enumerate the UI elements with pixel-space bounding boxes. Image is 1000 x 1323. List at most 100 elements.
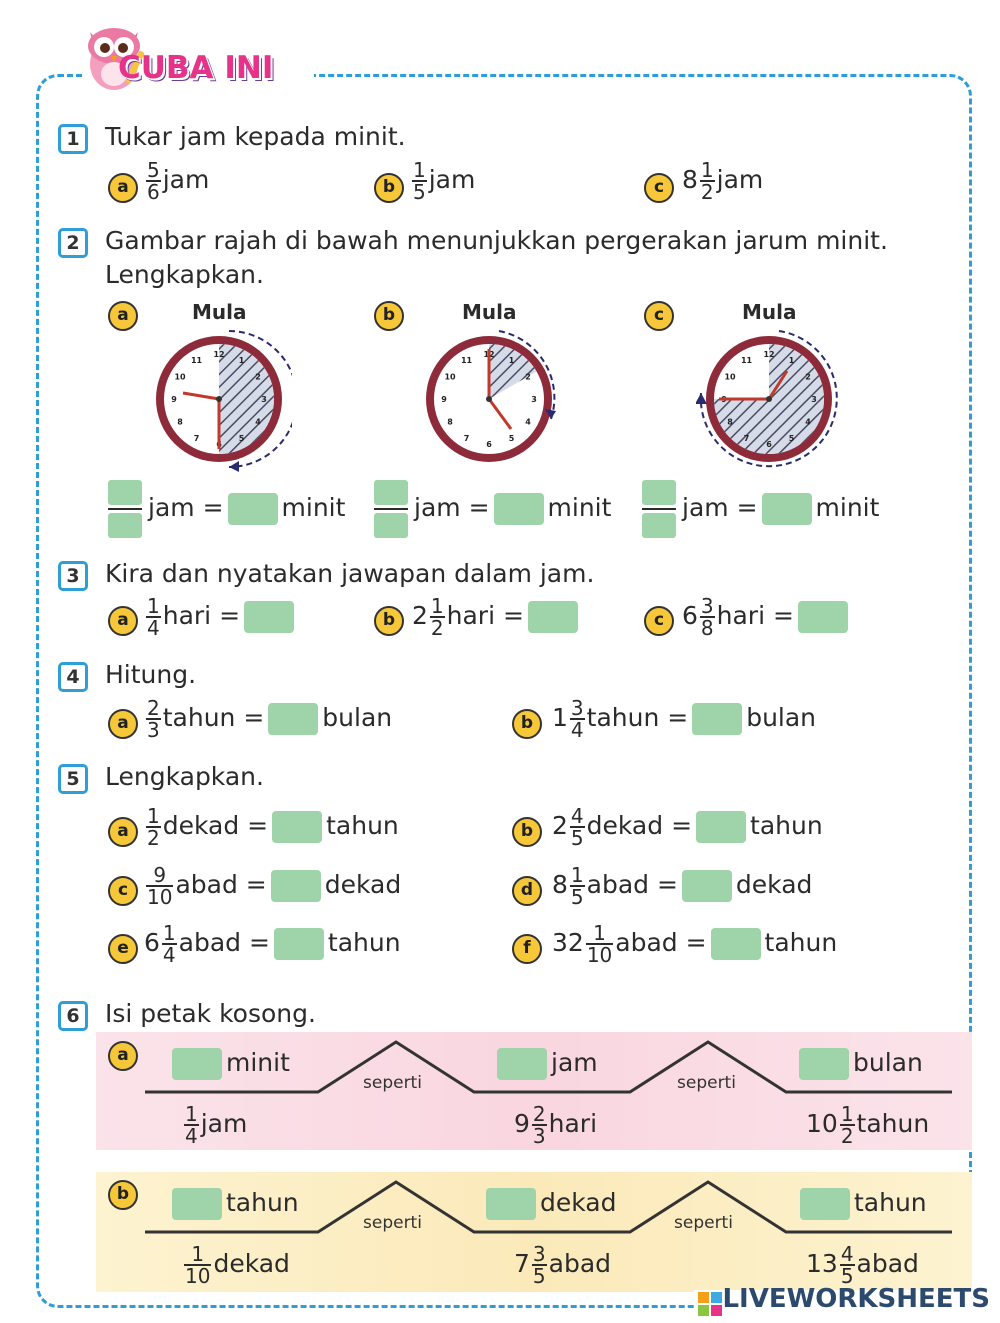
fraction-answer-box[interactable] [108,480,142,538]
clock-c: 121234567891011 [696,330,838,468]
badge-6a: a [108,1041,138,1071]
clock-numeral: 10 [444,373,456,382]
answer-box[interactable] [497,1048,547,1080]
question-number-2: 2 [58,228,88,258]
question-5-text: Lengkapkan. [105,762,264,791]
fraction-answer-box[interactable] [642,480,676,538]
clock-numeral: 6 [486,440,492,449]
clock-numeral: 5 [789,434,795,443]
clock-numeral: 4 [525,418,531,427]
answer-box[interactable] [486,1188,536,1220]
badge-2c: c [644,301,674,331]
clock-numeral: 9 [171,395,177,404]
badge-5e: e [108,934,138,964]
question-number-4: 4 [58,662,88,692]
clock-numeral: 1 [239,356,245,365]
answer-box[interactable] [799,1048,849,1080]
answer-box[interactable] [273,928,324,960]
clock-numeral: 7 [744,434,750,443]
clock-numeral: 7 [464,434,470,443]
clock-numeral: 8 [177,418,183,427]
clock-numeral: 11 [741,356,753,365]
clock-numeral: 11 [191,356,203,365]
badge-2b: b [374,301,404,331]
top-6b-3: tahun [796,1188,927,1220]
badge-5b: b [512,817,542,847]
answer-box[interactable] [172,1048,222,1080]
answer-box[interactable] [710,928,761,960]
answer-box[interactable] [244,601,295,633]
clock-numeral: 4 [805,418,811,427]
answer-box[interactable] [696,811,747,843]
liveworksheets-logo-icon [698,1292,722,1316]
answer-box[interactable] [692,703,743,735]
fraction-answer-box[interactable] [374,480,408,538]
badge-5c: c [108,876,138,906]
answer-box[interactable] [227,493,278,525]
clock-numeral: 8 [447,418,453,427]
answer-box[interactable] [797,601,848,633]
badge-1a: a [108,173,138,203]
badge-5f: f [512,934,542,964]
question-1-text: Tukar jam kepada minit. [105,122,406,151]
clock-numeral: 5 [239,434,245,443]
clock-numeral: 6 [766,440,772,449]
answer-box[interactable] [527,601,578,633]
top-6a-2: jam [493,1048,598,1080]
seperti-label: seperti [677,1073,736,1093]
question-3-text: Kira dan nyatakan jawapan dalam jam. [105,559,595,588]
clock-numeral: 8 [727,418,733,427]
question-6-text: Isi petak kosong. [105,999,316,1028]
answer-box[interactable] [761,493,812,525]
badge-3c: c [644,606,674,636]
badge-1c: c [644,173,674,203]
question-number-5: 5 [58,764,88,794]
clock-numeral: 1 [789,356,795,365]
owl-icon [88,28,145,90]
answer-box[interactable] [270,870,321,902]
answer-box[interactable] [493,493,544,525]
seperti-label: seperti [674,1213,733,1233]
clock-numeral: 12 [213,350,224,359]
clock-numeral: 11 [461,356,473,365]
top-6a-3: bulan [795,1048,923,1080]
equation-2c: jam =minit [642,480,879,538]
badge-5a: a [108,817,138,847]
badge-3a: a [108,606,138,636]
answer-box[interactable] [172,1188,222,1220]
answer-box[interactable] [268,703,319,735]
clock-numeral: 10 [724,373,736,382]
start-label-b: Mula [462,300,517,324]
badge-6b: b [108,1180,138,1210]
answer-box[interactable] [800,1188,850,1220]
answer-box[interactable] [272,811,323,843]
answer-box[interactable] [681,870,732,902]
